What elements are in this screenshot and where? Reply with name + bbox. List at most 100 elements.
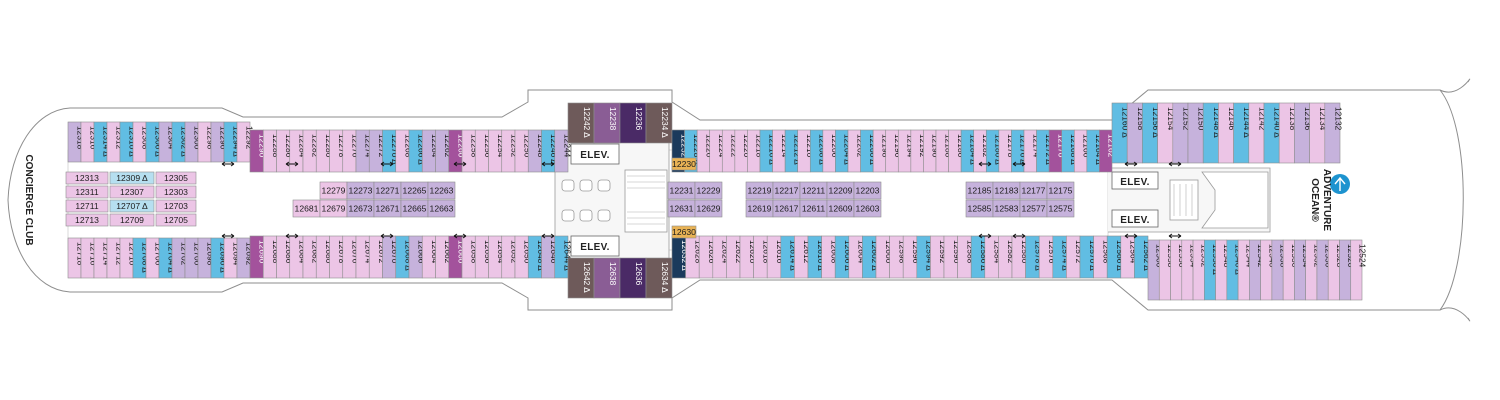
cabin[interactable]: 12590 [943,235,962,279]
cabin[interactable]: 12609 [826,199,855,218]
cabin[interactable]: 12136 [1294,102,1313,164]
cabin[interactable]: 12279 [319,181,348,200]
cabin[interactable]: 12620 [739,235,758,279]
cabin[interactable]: 12568 [1093,235,1112,279]
cabin[interactable]: 12583 [992,199,1021,218]
cabin[interactable]: 12654 [488,235,507,279]
cabin[interactable]: 12674 [355,235,374,279]
cabin[interactable]: 12132 [1324,102,1344,164]
cabin[interactable]: 12236 [619,102,647,144]
cabin[interactable]: 12242 Δ [567,102,595,144]
cabin[interactable]: 12619 [745,199,774,218]
cabin[interactable]: 12286 [276,129,295,173]
cabin-number: 12600 [884,240,894,264]
cabin[interactable]: 12642 Δ [567,257,595,299]
cabin[interactable]: 12230 [671,157,697,171]
cabin[interactable]: 12266 Δ [408,129,427,173]
cabin[interactable]: 12246 Δ [541,129,560,173]
cabin[interactable]: 12681 [292,199,321,218]
cabin[interactable]: 12160 Δ [1111,102,1131,164]
cabin[interactable]: 12305 [155,171,197,185]
cabin[interactable]: 12570 Δ [1079,235,1098,279]
cabin[interactable]: 12704 Δ [158,237,177,279]
cabin[interactable]: 12636 [619,257,647,299]
cabin[interactable]: 12296 [210,121,229,163]
cabin[interactable]: 12603 [853,199,882,218]
cabin[interactable]: 12309 Δ [109,171,155,185]
connecting-cabin-arrow [221,161,235,167]
cabin[interactable]: 12203 [853,181,882,200]
cabin[interactable]: 12703 [155,199,197,213]
cabin[interactable]: 12713 [65,213,109,227]
cabin-number: 12262 [443,134,453,158]
cabin-number: 12690 [258,240,268,264]
cabin[interactable]: 12307 [109,185,155,199]
cabin[interactable]: 12679 [319,199,348,218]
cabin[interactable]: 12177 [1019,181,1048,200]
cabin[interactable]: 12290 [249,129,268,173]
cabin[interactable]: 12630 [671,225,697,239]
cabin[interactable]: 12673 [346,199,375,218]
cabin[interactable]: 12629 [694,199,723,218]
cabin[interactable]: 12562 Δ [1134,235,1152,279]
cabin[interactable]: 12705 [155,213,197,227]
cabin[interactable]: 12272 [368,129,387,173]
cabin[interactable]: 12276 [342,129,361,173]
cabin[interactable]: 12154 [1157,102,1177,164]
cabin[interactable]: 12273 [346,181,375,200]
cabin[interactable]: 12707 Δ [109,199,155,213]
cabin[interactable]: 12234 Δ [645,102,673,144]
cabin[interactable]: 12229 [694,181,723,200]
cabin[interactable]: 12611 [799,199,828,218]
cabin[interactable]: 12663 [427,199,456,218]
cabin[interactable]: 12217 [772,181,801,200]
cabin[interactable]: 12271 [373,181,402,200]
cabin[interactable]: 12585 [965,199,994,218]
cabin[interactable]: 12709 [109,213,155,227]
cabin[interactable]: 12288 [262,129,281,173]
cabin[interactable]: 12706 [145,237,164,279]
cabin[interactable]: 12574 Δ [1052,235,1071,279]
cabin[interactable]: 12600 [875,235,894,279]
cabin[interactable]: 12244 [554,129,573,173]
cabin[interactable]: 12183 [992,181,1021,200]
cabin[interactable]: 12678 [329,235,348,279]
cabin[interactable]: 12311 [65,185,109,199]
cabin[interactable]: 12711 [65,199,109,213]
cabin[interactable]: 12231 [667,181,696,200]
cabin[interactable]: 12575 [1046,199,1075,218]
cabin[interactable]: 12634 Δ [645,257,673,299]
cabin-number: 12568 [1101,240,1111,264]
cabin[interactable]: 12312 [106,121,125,163]
cabin[interactable]: 12624 [712,235,731,279]
connecting-cabin-arrow [380,161,394,167]
cabin[interactable]: 12263 [427,181,456,200]
cabin[interactable]: 12604 [848,235,867,279]
cabin[interactable]: 12577 [1019,199,1048,218]
cabin-number: 12230 [672,159,696,169]
cabin-number: 12274 [364,134,374,158]
cabin[interactable]: 12142 [1248,102,1268,164]
cabin[interactable]: 12631 [667,199,696,218]
cabin[interactable]: 12219 [745,181,774,200]
cabin[interactable]: 12644 Δ [554,235,573,279]
cabin[interactable]: 12175 [1046,181,1075,200]
cabin-number: 12265 [403,186,427,196]
cabin[interactable]: 12313 [65,171,109,185]
cabin[interactable]: 12265 [400,181,429,200]
cabin[interactable]: 12665 [400,199,429,218]
cabin[interactable]: 12211 [799,181,828,200]
cabin[interactable]: 12209 [826,181,855,200]
cabin[interactable]: 12617 [772,199,801,218]
cabin[interactable]: 12303 [155,185,197,199]
cabin[interactable]: 12238 [593,102,621,144]
cabin[interactable]: 12308 [132,121,151,163]
cabin[interactable]: 12282 [302,129,321,173]
cabin[interactable]: 12584 [984,235,1003,279]
cabin[interactable]: 12280 [315,129,334,173]
cabin[interactable]: 12638 [593,257,621,299]
cabin[interactable]: 12682 [302,235,321,279]
cabin[interactable]: 12185 [965,181,994,200]
cabin[interactable]: 12671 [373,199,402,218]
cabin[interactable]: 12524 [1350,239,1368,301]
